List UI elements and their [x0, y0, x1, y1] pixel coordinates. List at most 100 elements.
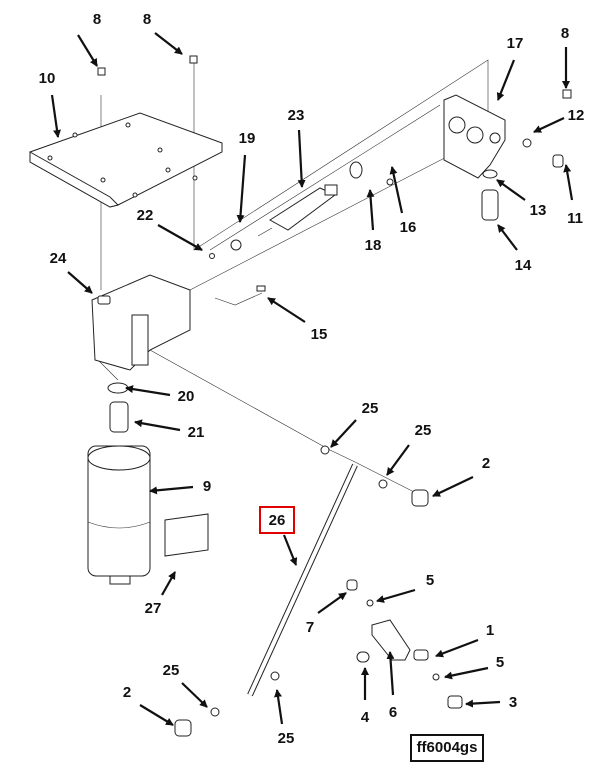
callout-label: 9: [203, 478, 211, 495]
fitting: [481, 189, 499, 221]
callout-arrow: [149, 485, 194, 495]
filter-element: [87, 445, 151, 585]
callout-20: 20: [125, 385, 194, 405]
callout-label: 14: [515, 257, 532, 274]
callout-8: 8: [77, 11, 101, 67]
callout-label: 13: [530, 202, 547, 219]
callout-label: 15: [311, 326, 328, 343]
callout-label: 8: [561, 25, 569, 42]
callout-arrow: [267, 297, 306, 323]
callout-arrow: [134, 419, 181, 432]
callout-27: 27: [145, 571, 176, 617]
o-ring: [107, 382, 129, 394]
callout-arrow: [444, 666, 489, 680]
plug: [552, 154, 564, 168]
callout-arrow: [181, 682, 208, 708]
callout-arrow: [282, 534, 298, 566]
callout-8: 8: [561, 25, 570, 89]
o-ring: [522, 138, 532, 148]
callout-arrow: [297, 129, 306, 188]
callout-label: 21: [188, 424, 205, 441]
callout-arrow: [317, 592, 347, 614]
callout-22: 22: [137, 207, 203, 251]
callout-label: 22: [137, 207, 154, 224]
callout-arrow: [496, 179, 526, 201]
callout-label: 1: [486, 622, 494, 639]
callout-label: 25: [415, 422, 432, 439]
callout-arrow: [154, 32, 183, 55]
highlight-box: [259, 506, 295, 534]
callout-19: 19: [236, 130, 256, 223]
manifold-block: [443, 94, 506, 179]
callout-2: 2: [432, 455, 490, 497]
callout-label: 5: [426, 572, 434, 589]
callout-24: 24: [50, 250, 93, 294]
seal: [230, 239, 242, 251]
fitting: [174, 719, 192, 737]
callout-label: 16: [400, 219, 417, 236]
callout-label: 4: [361, 709, 370, 726]
callout-7: 7: [306, 592, 347, 636]
callout-17: 17: [496, 35, 523, 101]
callout-arrow: [236, 154, 247, 223]
callout-arrow: [376, 588, 416, 603]
callout-arrow: [67, 271, 93, 294]
callout-label: 8: [143, 11, 151, 28]
callout-label: 10: [39, 70, 56, 87]
callout-arrow: [563, 164, 574, 201]
callout-label: 19: [239, 130, 256, 147]
callout-label: 6: [389, 704, 397, 721]
callout-21: 21: [134, 419, 205, 441]
elbow-fitting: [413, 649, 429, 661]
callout-26: 26: [259, 506, 298, 566]
callout-13: 13: [496, 179, 547, 219]
callout-16: 16: [389, 166, 417, 236]
callout-25: 25: [386, 422, 432, 476]
mounting-plate: [29, 112, 223, 208]
callout-arrow: [50, 94, 61, 138]
callout-5: 5: [444, 654, 504, 680]
callout-arrow: [533, 117, 565, 133]
callout-label: 27: [145, 600, 162, 617]
callout-12: 12: [533, 107, 585, 133]
bolt: [189, 55, 198, 64]
callout-arrow: [330, 419, 357, 448]
callout-arrow: [432, 476, 474, 497]
fitting: [411, 489, 429, 507]
callout-arrow: [366, 189, 375, 231]
callout-25: 25: [330, 400, 379, 448]
callout-arrow: [389, 166, 404, 214]
callout-label: 8: [93, 11, 101, 28]
callout-label: 2: [482, 455, 490, 472]
callout-label: 18: [365, 237, 382, 254]
pin: [256, 285, 266, 292]
callout-label: 24: [50, 250, 67, 267]
callout-label: 25: [278, 730, 295, 747]
callout-arrow: [465, 699, 501, 708]
fitting: [447, 695, 463, 709]
callout-9: 9: [149, 478, 211, 495]
callout-arrow: [496, 59, 516, 101]
figure-id-box: ff6004gs: [410, 734, 484, 762]
callout-arrow: [497, 224, 518, 251]
filter-sleeve: [164, 513, 209, 557]
callout-arrow: [435, 638, 479, 658]
callout-label: 3: [509, 694, 517, 711]
callout-label: 25: [362, 400, 379, 417]
callout-label: 2: [123, 684, 131, 701]
callout-1: 1: [435, 622, 494, 658]
callout-label: 5: [496, 654, 504, 671]
callout-label: 12: [568, 107, 585, 124]
callout-label: 7: [306, 619, 314, 636]
washer: [356, 651, 370, 663]
callout-arrow: [386, 444, 410, 476]
o-ring: [209, 253, 215, 259]
callout-arrow: [139, 704, 174, 726]
callout-10: 10: [39, 70, 61, 138]
callout-arrow: [274, 689, 284, 725]
callout-label: 25: [163, 662, 180, 679]
callout-arrow: [161, 571, 176, 596]
callout-label: 26: [269, 512, 286, 529]
callout-arrow: [77, 34, 98, 67]
